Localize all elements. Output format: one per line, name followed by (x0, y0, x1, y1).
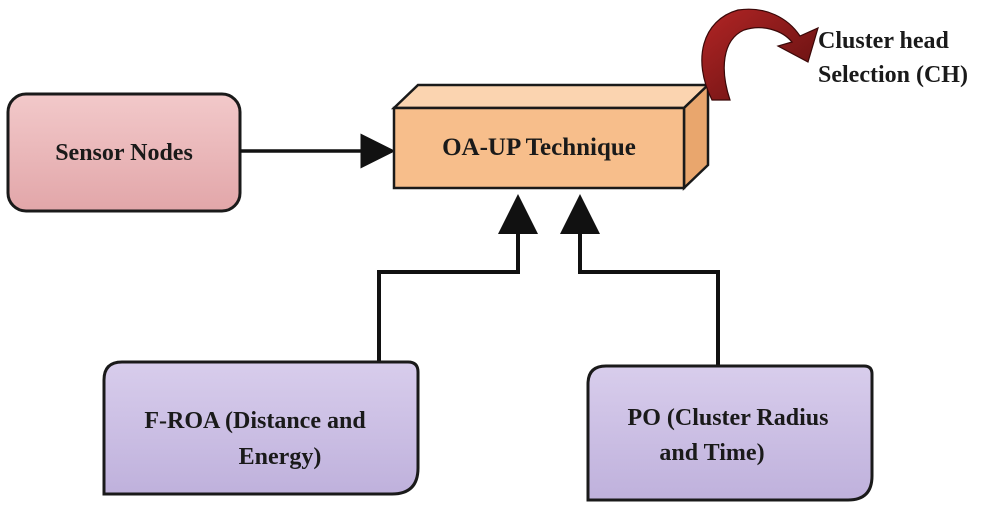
oa-up-label: OA-UP Technique (442, 134, 636, 161)
arrow-po-to-oaup (560, 194, 720, 366)
oa-up-node: OA-UP Technique (390, 82, 712, 191)
cluster-head-line2: Selection (CH) (818, 62, 968, 88)
f-roa-box (102, 360, 420, 496)
f-roa-line2: Energy) (239, 444, 322, 470)
sensor-nodes-label: Sensor Nodes (55, 140, 193, 166)
output-curved-arrow (701, 8, 819, 101)
oa-up-box-top (390, 83, 712, 110)
sensor-nodes-node: Sensor Nodes (6, 92, 242, 213)
po-line1: PO (Cluster Radius (628, 405, 829, 431)
cluster-head-line1: Cluster head (818, 28, 950, 54)
f-roa-line1: F-ROA (Distance and (144, 408, 366, 434)
arrow-froa-to-oaup (377, 194, 538, 362)
po-box (586, 364, 874, 502)
po-line2: and Time) (659, 440, 764, 466)
po-node: PO (Cluster Radius and Time) (586, 364, 874, 502)
oa-up-box-front (392, 106, 686, 190)
cluster-head-output: Cluster head Selection (CH) (818, 28, 968, 88)
f-roa-node: F-ROA (Distance and Energy) (102, 360, 420, 496)
